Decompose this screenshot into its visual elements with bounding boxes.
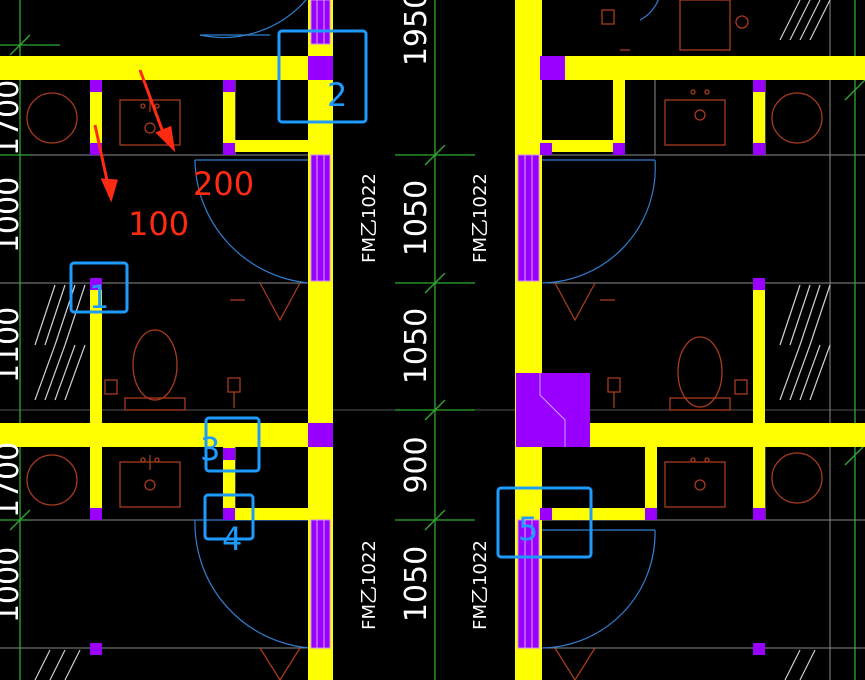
- left-dimension-text-2: 1000: [0, 177, 26, 253]
- marker-5: 5: [518, 510, 538, 548]
- dimension-text-3: 1050: [399, 308, 434, 384]
- dimension-text-5: 1050: [399, 546, 434, 622]
- door-label-3: FM乙1022: [359, 540, 380, 630]
- dimension-text-2: 1050: [399, 180, 434, 256]
- marker-4: 4: [222, 520, 242, 558]
- fixtures: [26, 0, 823, 680]
- left-dimension-text-3: 1100: [0, 307, 26, 383]
- door-label-2: FM乙1022: [470, 173, 491, 263]
- columns: [90, 56, 765, 655]
- annotation-200: 200: [193, 165, 254, 203]
- door-panel-ribs: [316, 0, 533, 648]
- door-label-4: FM乙1022: [470, 540, 491, 630]
- left-dimension-text-1: 1700: [0, 80, 26, 156]
- marker-2: 2: [327, 76, 347, 114]
- door-label-1: FM乙1022: [359, 173, 380, 263]
- dimension-text-1: 1950: [399, 0, 434, 66]
- marker-1: 1: [89, 278, 109, 316]
- left-dimension-text-5: 1000: [0, 547, 26, 623]
- marker-boxes: [69, 29, 593, 559]
- left-dimension-text-4: 1700: [0, 442, 26, 518]
- marker-3: 3: [200, 430, 220, 468]
- door-panels: [310, 0, 540, 649]
- annotation-100: 100: [128, 205, 189, 243]
- door-swings: [194, 0, 659, 649]
- shower-hatching: [34, 0, 831, 680]
- column-detail: [539, 373, 566, 447]
- annotation-arrows: [93, 69, 176, 203]
- dimension-text-4: 900: [399, 436, 434, 493]
